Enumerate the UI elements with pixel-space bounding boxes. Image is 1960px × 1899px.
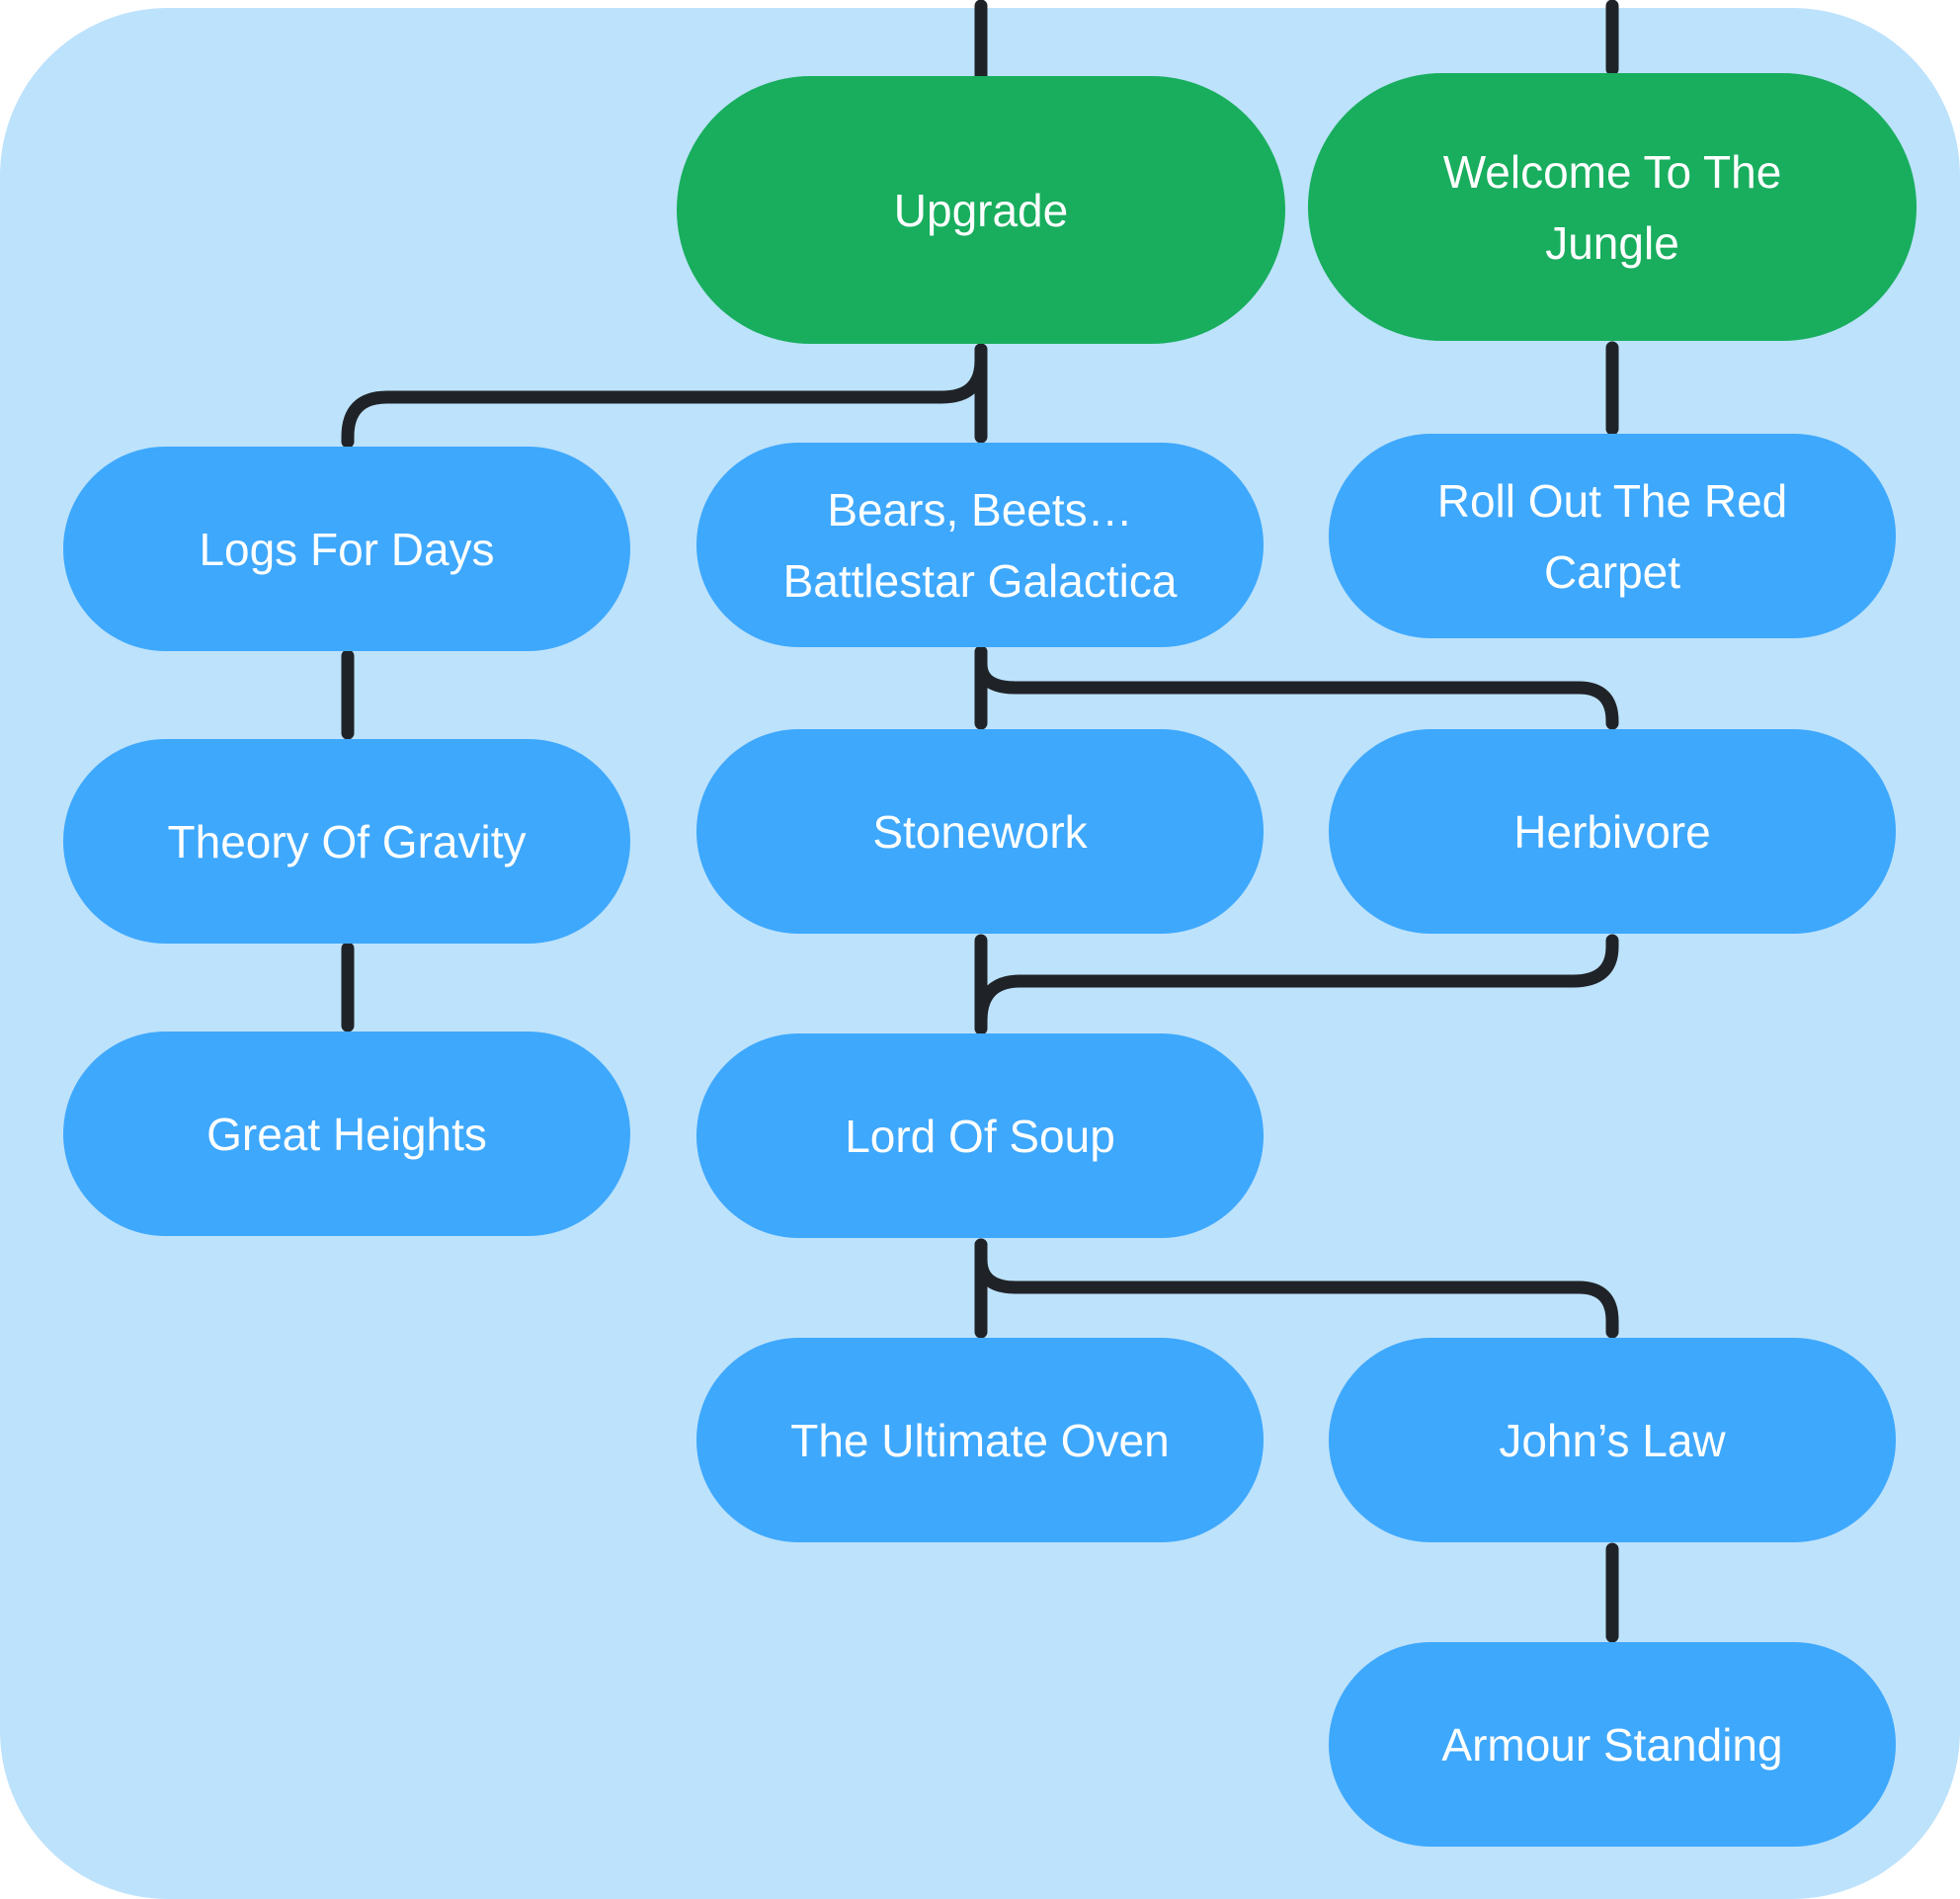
node-label: Herbivore bbox=[1513, 805, 1711, 858]
connector-bears-herbivore bbox=[974, 645, 1619, 730]
node-label: Armour Standing bbox=[1441, 1718, 1783, 1771]
node-welcome-to-the-jungle[interactable]: Welcome To The Jungle bbox=[1308, 73, 1917, 341]
node-bears-beets-battlestar-galactica[interactable]: Bears, Beets… Battlestar Galactica bbox=[696, 443, 1264, 647]
node-upgrade[interactable]: Upgrade bbox=[677, 76, 1285, 344]
node-label: Theory Of Gravity bbox=[167, 815, 527, 867]
node-label: Upgrade bbox=[893, 184, 1069, 236]
node-armour-standing[interactable]: Armour Standing bbox=[1329, 1642, 1896, 1847]
node-johns-law[interactable]: John’s Law bbox=[1329, 1338, 1896, 1542]
node-lord-of-soup[interactable]: Lord Of Soup bbox=[696, 1033, 1264, 1238]
node-label: Stonework bbox=[872, 805, 1088, 858]
node-label: Lord Of Soup bbox=[845, 1110, 1115, 1162]
node-great-heights[interactable]: Great Heights bbox=[63, 1032, 630, 1236]
node-label: John’s Law bbox=[1499, 1414, 1726, 1466]
node-label: Welcome To The Jungle bbox=[1442, 145, 1782, 269]
node-label: Roll Out The Red Carpet bbox=[1436, 474, 1788, 598]
node-label: Logs For Days bbox=[199, 523, 495, 575]
node-label: Bears, Beets… Battlestar Galactica bbox=[782, 483, 1178, 607]
node-label: The Ultimate Oven bbox=[790, 1414, 1170, 1466]
node-roll-out-the-red-carpet[interactable]: Roll Out The Red Carpet bbox=[1329, 434, 1896, 638]
node-stonework[interactable]: Stonework bbox=[696, 729, 1264, 934]
connector-herbivore-lordofsoup bbox=[974, 934, 1619, 1028]
connector-upgrade-logs bbox=[341, 343, 988, 449]
node-theory-of-gravity[interactable]: Theory Of Gravity bbox=[63, 739, 630, 944]
connector-lordofsoup-johnslaw bbox=[974, 1238, 1619, 1339]
node-herbivore[interactable]: Herbivore bbox=[1329, 729, 1896, 934]
node-label: Great Heights bbox=[206, 1108, 487, 1160]
node-logs-for-days[interactable]: Logs For Days bbox=[63, 447, 630, 651]
node-the-ultimate-oven[interactable]: The Ultimate Oven bbox=[696, 1338, 1264, 1542]
